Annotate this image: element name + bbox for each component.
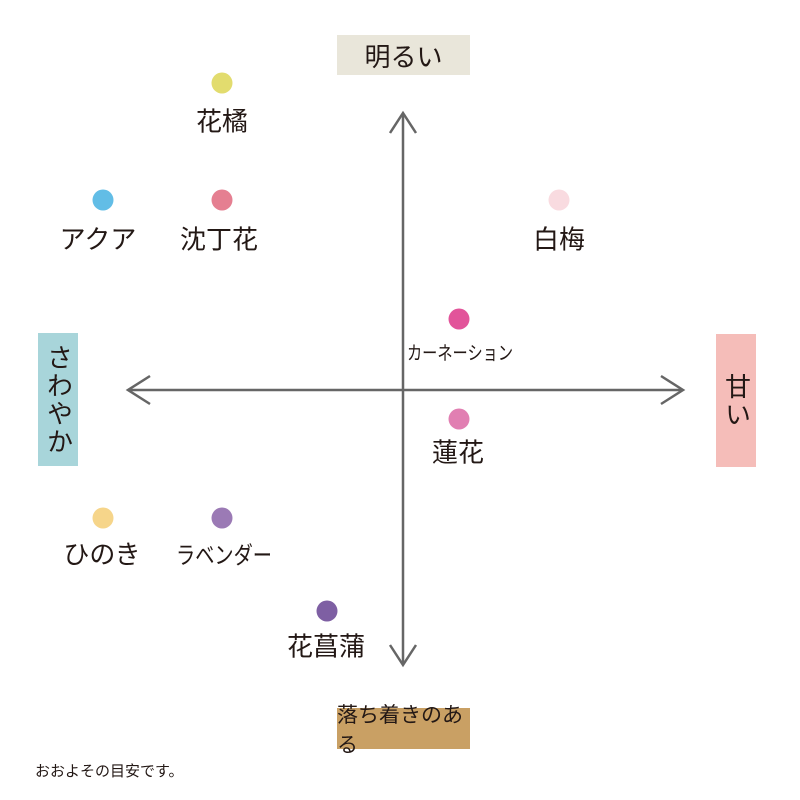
axis-label-right: 甘い [716, 334, 756, 467]
item-label: 花橘 [195, 107, 249, 138]
item-dot [92, 189, 114, 211]
item-dot [211, 72, 233, 94]
item-dot [448, 308, 470, 330]
arrow-left-icon [125, 374, 151, 406]
item-dot [316, 600, 338, 622]
footnote: おおよその目安です。 [35, 762, 184, 780]
arrow-up-icon [388, 110, 418, 134]
item-dot [548, 189, 570, 211]
item-label: 白梅 [532, 225, 586, 256]
item-label: ラベンダー [176, 541, 272, 570]
item-label: 花菖蒲 [286, 632, 366, 663]
axis-label-left: さわやか [38, 333, 78, 466]
arrow-right-icon [660, 374, 686, 406]
item-dot [448, 408, 470, 430]
item-label: アクア [59, 225, 137, 256]
item-dot [211, 507, 233, 529]
axis-label-top: 明るい [337, 35, 470, 75]
item-dot [211, 189, 233, 211]
item-label: 沈丁花 [179, 225, 259, 256]
item-dot [92, 507, 114, 529]
item-label: ひのき [63, 540, 141, 571]
item-label: 蓮花 [431, 438, 485, 469]
axis-label-bottom: 落ち着きのある [337, 703, 470, 757]
item-label: カーネーション [406, 342, 514, 365]
arrow-down-icon [388, 644, 418, 668]
